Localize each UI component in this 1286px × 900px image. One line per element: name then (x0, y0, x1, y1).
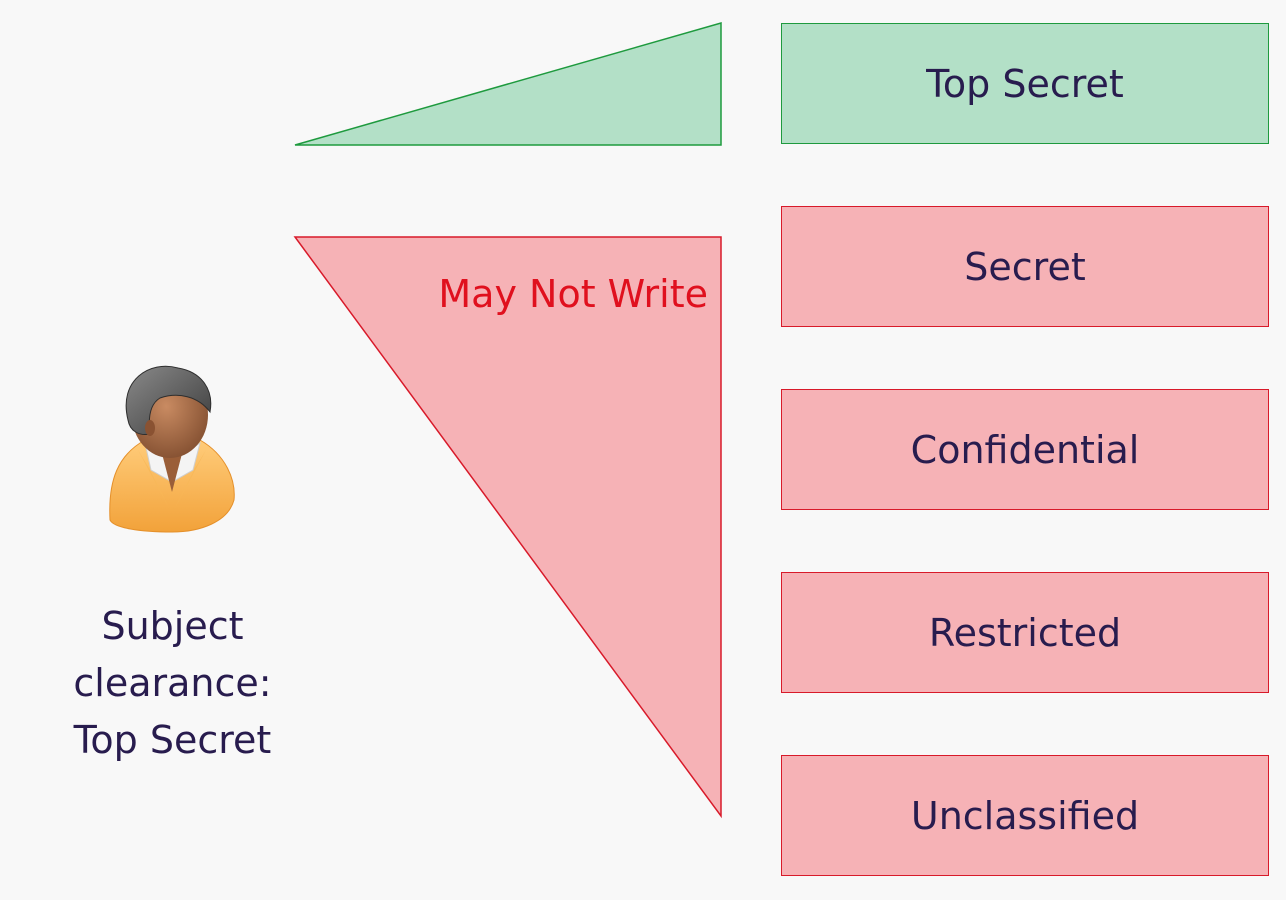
level-label: Secret (964, 244, 1086, 289)
subject-label-line1: Subject clearance: (73, 604, 272, 705)
level-box-unclassified: Unclassified (781, 755, 1269, 876)
subject-clearance-label: Subject clearance: Top Secret (0, 598, 345, 769)
denied-write-wedge (293, 236, 722, 819)
level-label: Restricted (928, 610, 1122, 655)
level-box-secret: Secret (781, 206, 1269, 327)
denied-annotation: May Not Write (438, 272, 708, 316)
level-label: Confidential (910, 427, 1140, 472)
subject-label-line2: Top Secret (73, 718, 272, 762)
level-label: Unclassified (910, 793, 1140, 838)
level-label: Top Secret (926, 61, 1124, 106)
allowed-write-wedge (294, 22, 722, 146)
user-icon (109, 365, 235, 533)
level-box-confidential: Confidential (781, 389, 1269, 510)
level-box-restricted: Restricted (781, 572, 1269, 693)
level-box-top-secret: Top Secret (781, 23, 1269, 144)
